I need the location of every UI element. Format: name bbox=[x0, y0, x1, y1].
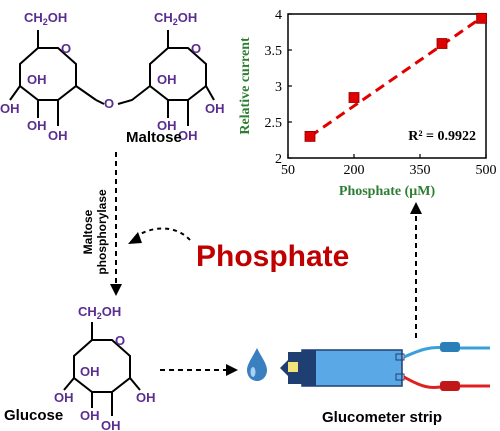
sample-drop-icon bbox=[247, 348, 267, 381]
plot-area bbox=[287, 13, 487, 159]
hydroxyl-label: OH bbox=[157, 118, 177, 133]
data-point bbox=[436, 38, 448, 49]
ch2oh-glucose-label: CH2OH bbox=[78, 304, 121, 321]
maltose-labels: CH2OH CH2OH O O OH OH OH OH O OH OH OH O… bbox=[0, 10, 225, 143]
curved-arrow bbox=[133, 227, 191, 241]
glucometer-strip-label: Glucometer strip bbox=[322, 409, 442, 426]
bridge-oxygen: O bbox=[104, 96, 114, 111]
y-axis: 2 2.5 3 3.5 4 bbox=[265, 8, 292, 167]
y-tick-label: 3 bbox=[275, 80, 282, 95]
hydroxyl-label: OH bbox=[27, 72, 47, 87]
glucose-label: Glucose bbox=[4, 407, 63, 424]
enzyme-label-line1: Maltose bbox=[81, 209, 95, 254]
glucose-structure bbox=[63, 322, 141, 416]
data-point bbox=[304, 130, 316, 142]
y-axis-title: Relative current bbox=[238, 37, 253, 135]
data-point bbox=[476, 12, 488, 24]
curved-arrowhead bbox=[128, 232, 142, 244]
maltose-label: Maltose bbox=[126, 129, 182, 146]
y-tick-label: 3.5 bbox=[265, 44, 283, 59]
x-tick-label: 500 bbox=[476, 163, 497, 178]
fit-line-layer bbox=[309, 16, 483, 138]
maltose-structure bbox=[9, 30, 215, 126]
y-tick-label: 2 bbox=[275, 152, 282, 167]
hydroxyl-label: OH bbox=[157, 72, 177, 87]
phosphate-label: Phosphate bbox=[196, 240, 349, 273]
ring-oxygen-right: O bbox=[191, 41, 201, 56]
x-tick-label: 200 bbox=[344, 163, 365, 178]
y-tick-label: 4 bbox=[275, 8, 282, 23]
hydroxyl-label: OH bbox=[178, 128, 198, 143]
points-layer bbox=[304, 12, 488, 142]
r-squared-annotation: R² = 0.9922 bbox=[408, 129, 476, 144]
x-tick-label: 50 bbox=[281, 163, 295, 178]
x-axis-title: Phosphate (μM) bbox=[339, 184, 436, 199]
glucose-labels: CH2OH O OH OH OH OH OH bbox=[54, 304, 156, 431]
ring-oxygen-glucose: O bbox=[115, 333, 125, 348]
data-point bbox=[348, 92, 360, 103]
hydroxyl-label: OH bbox=[54, 390, 74, 405]
enzyme-label: Maltose phosphorylase bbox=[81, 189, 109, 275]
ch2oh-left-label: CH2OH bbox=[24, 10, 67, 27]
hydroxyl-label: OH bbox=[48, 128, 68, 143]
fit-line bbox=[309, 16, 483, 138]
hydroxyl-label: OH bbox=[101, 418, 121, 431]
x-tick-label: 350 bbox=[410, 163, 431, 178]
reaction-arrowhead bbox=[110, 284, 122, 296]
hydroxyl-label: OH bbox=[136, 390, 156, 405]
ch2oh-right-label: CH2OH bbox=[154, 10, 197, 27]
calibration-chart: 50 200 350 500 2 2.5 3 3.5 4 R² = 0.9922 Relati… bbox=[238, 8, 497, 199]
glucose-to-strip-arrowhead bbox=[226, 364, 238, 376]
strip-to-chart-arrowhead bbox=[410, 202, 422, 214]
hydroxyl-label: OH bbox=[80, 408, 100, 423]
hydroxyl-label: OH bbox=[0, 101, 20, 116]
x-axis: 50 200 350 500 bbox=[281, 154, 497, 178]
hydroxyl-label: OH bbox=[27, 118, 47, 133]
ring-oxygen-left: O bbox=[61, 41, 71, 56]
glucometer-strip-icon bbox=[280, 342, 490, 391]
hydroxyl-label: OH bbox=[205, 101, 225, 116]
hydroxyl-label: OH bbox=[80, 364, 100, 379]
y-tick-label: 2.5 bbox=[265, 116, 283, 131]
enzyme-label-line2: phosphorylase bbox=[95, 189, 109, 275]
